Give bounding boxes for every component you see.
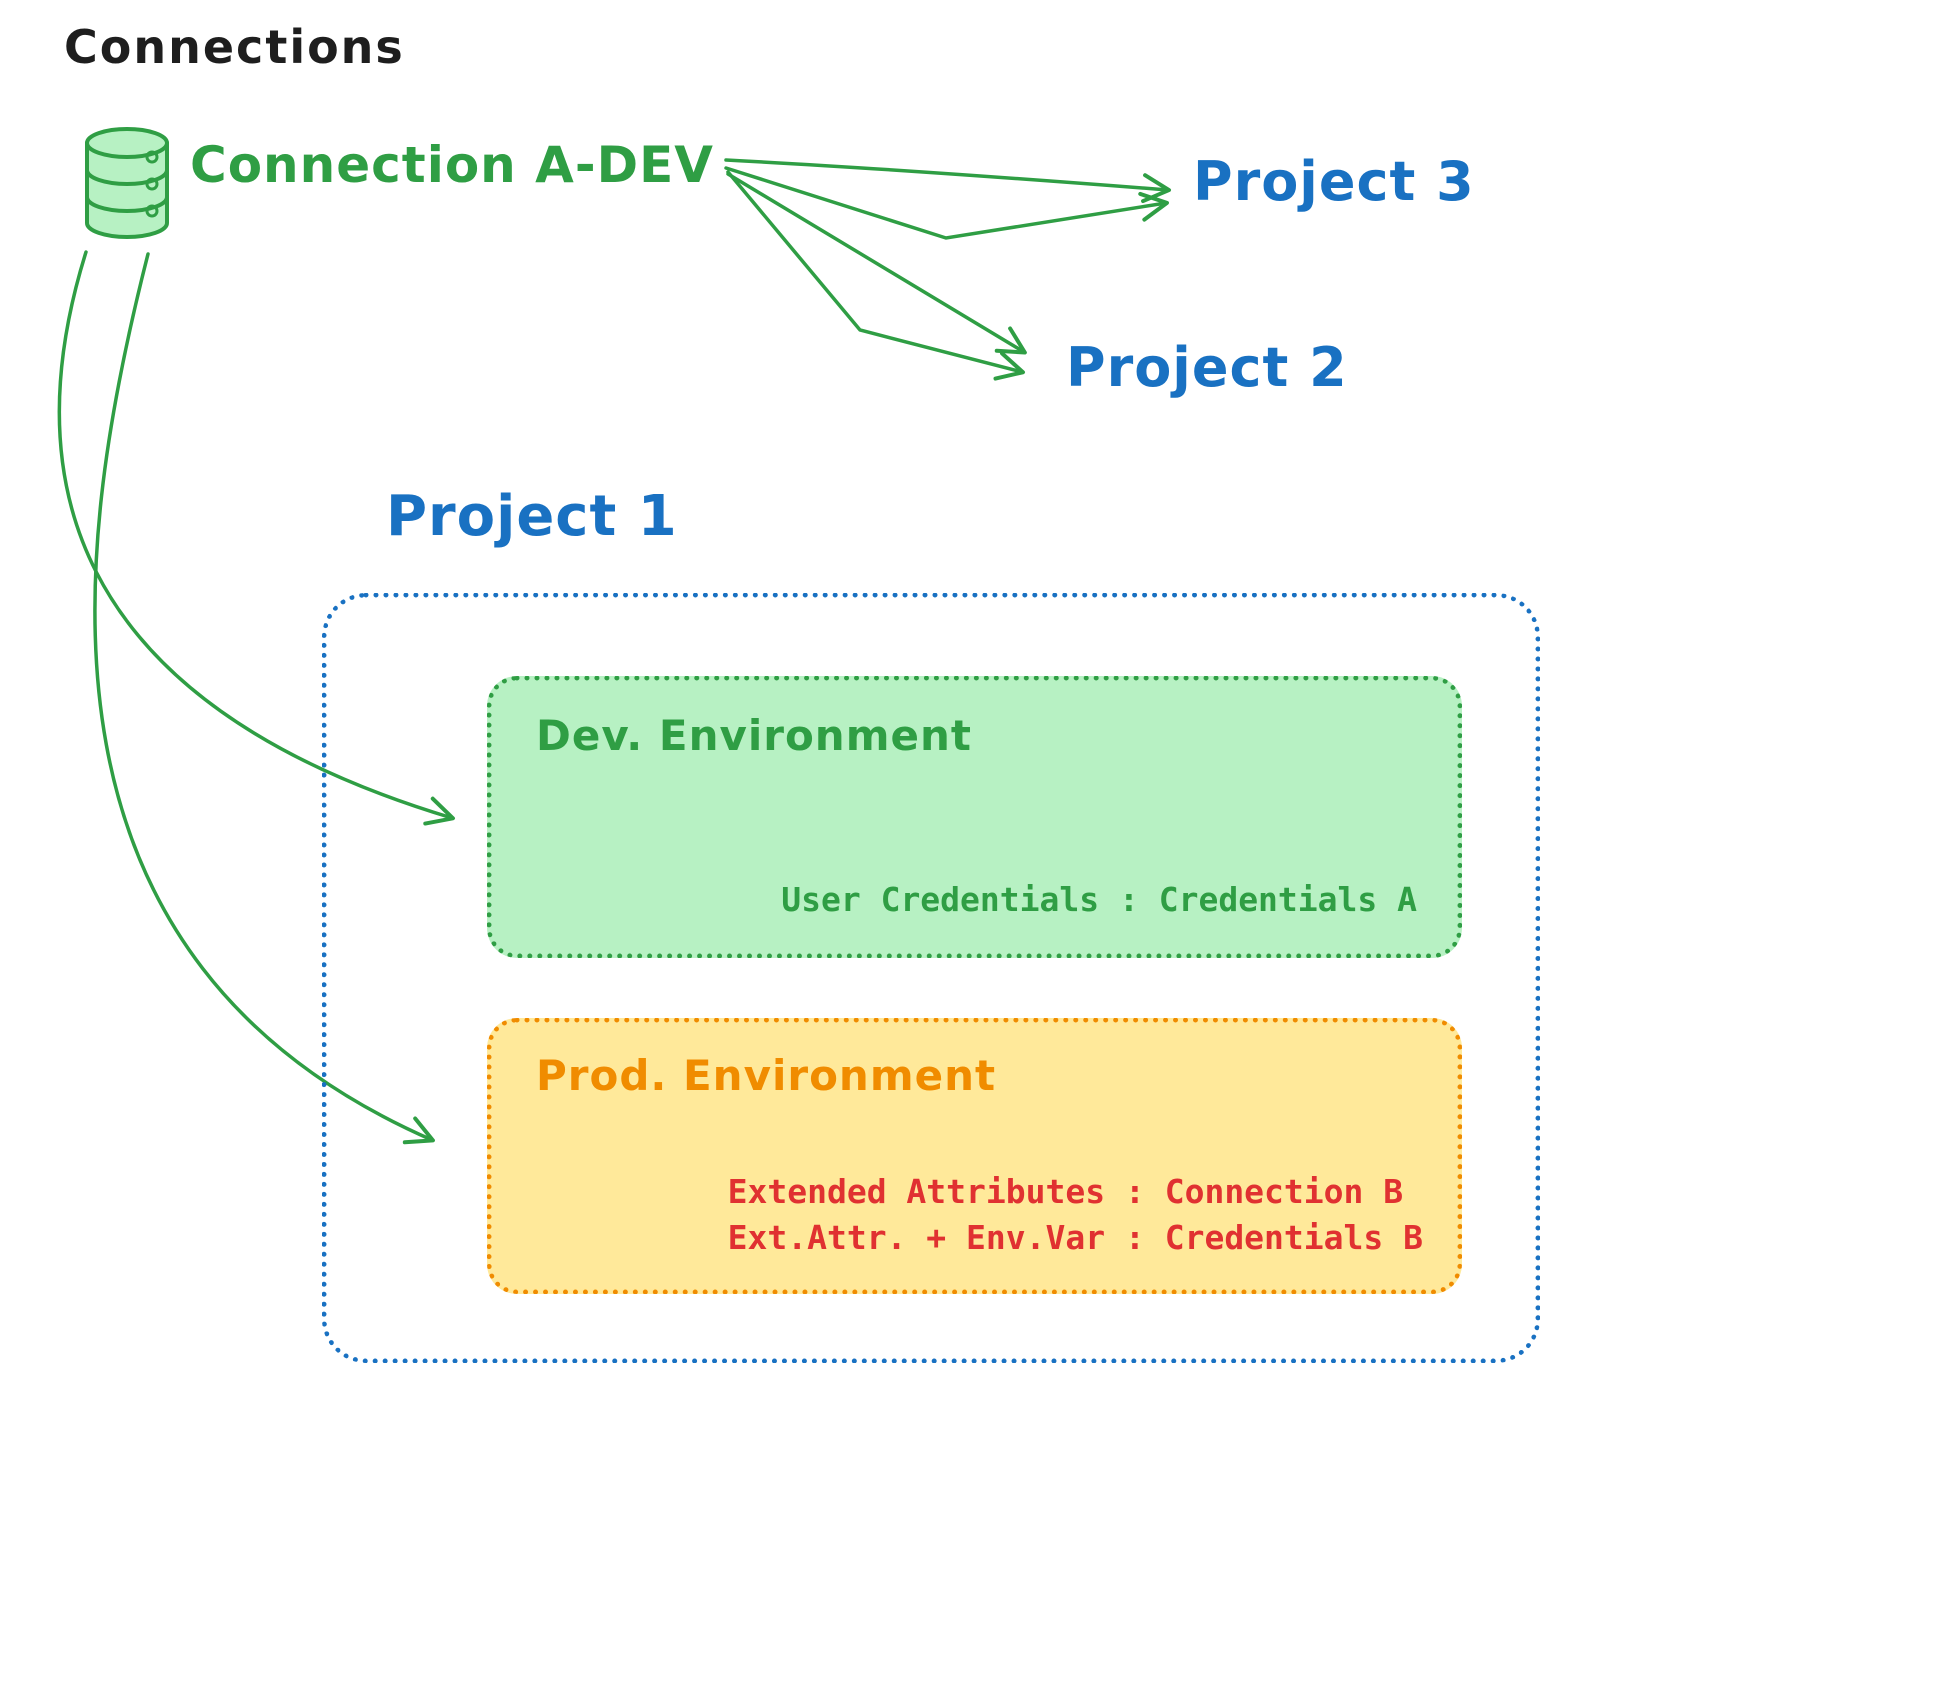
- arrow-connection-to-project2-straight: [726, 172, 1027, 355]
- database-icon: [85, 127, 169, 239]
- dev-environment-label: Dev. Environment: [536, 711, 972, 760]
- dev-environment-credentials-text: User Credentials : Credentials A: [781, 880, 1417, 919]
- prod-ext-attr-env-var-line: Ext.Attr. + Env.Var : Credentials B: [727, 1217, 1423, 1257]
- dev-environment-box: Dev. Environment User Credentials : Cred…: [487, 676, 1462, 958]
- arrow-connection-to-project3-bent: [724, 166, 1169, 240]
- prod-environment-label: Prod. Environment: [536, 1051, 997, 1100]
- prod-environment-box: Prod. Environment Extended Attributes : …: [487, 1018, 1462, 1294]
- diagram-title: Connections: [64, 20, 405, 74]
- prod-environment-credentials-text: Extended Attributes : Connection B Ext.A…: [728, 1169, 1423, 1261]
- prod-extended-attributes-line: Extended Attributes : Connection B: [727, 1171, 1404, 1211]
- arrow-connection-to-project3-straight: [724, 158, 1171, 204]
- connection-a-dev-label: Connection A-DEV: [190, 136, 714, 194]
- project-1-label: Project 1: [386, 484, 678, 549]
- project-3-label: Project 3: [1193, 150, 1475, 213]
- arrow-connection-to-project2-bent: [726, 170, 1025, 381]
- project-2-label: Project 2: [1066, 336, 1348, 399]
- project-1-box: [322, 593, 1540, 1363]
